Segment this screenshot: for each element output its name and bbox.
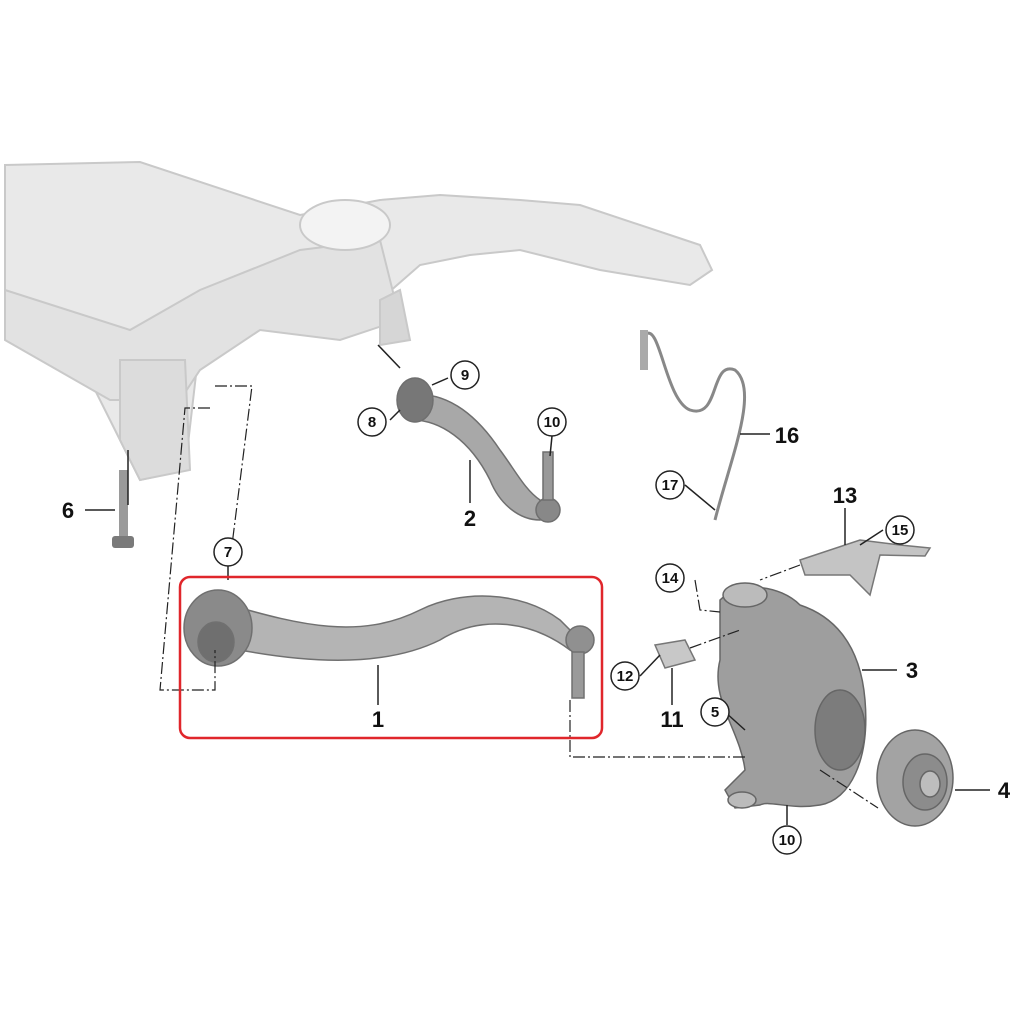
callout-5: 5 — [711, 704, 719, 721]
callout-2: 2 — [464, 506, 476, 531]
circled-callouts — [213, 360, 915, 855]
callout-13: 13 — [833, 483, 857, 508]
callout-10-lower: 10 — [779, 832, 796, 849]
callout-3: 3 — [906, 658, 918, 683]
control-arm-part-1 — [183, 589, 595, 699]
bolt-part-6 — [112, 470, 134, 548]
wheel-hub-part-4 — [876, 729, 954, 827]
bracket-part-13 — [799, 539, 932, 597]
callout-10-upper: 10 — [544, 414, 561, 431]
dash-dot-lines — [159, 385, 879, 809]
bracket-part-11 — [653, 639, 697, 669]
callout-8: 8 — [368, 414, 376, 431]
highlight-box — [178, 575, 604, 740]
callout-15: 15 — [892, 522, 909, 539]
callout-1: 1 — [372, 707, 384, 732]
callout-4: 4 — [998, 778, 1011, 803]
callout-6: 6 — [62, 498, 74, 523]
callout-12: 12 — [617, 668, 634, 685]
callout-7: 7 — [224, 544, 232, 561]
callout-11: 11 — [660, 707, 683, 732]
callout-17: 17 — [662, 477, 679, 494]
steering-knuckle-part-3 — [717, 582, 867, 809]
control-arm-part-2 — [396, 377, 561, 523]
callout-16: 16 — [775, 423, 799, 448]
callout-14: 14 — [662, 570, 679, 587]
leader-lines — [85, 344, 990, 825]
subframe — [4, 160, 714, 482]
sensor-cable-part-16 — [640, 330, 747, 521]
callout-9: 9 — [461, 367, 469, 384]
